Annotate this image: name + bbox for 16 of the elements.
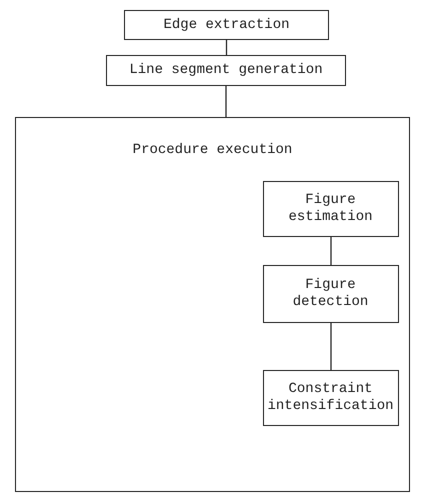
box-label: Edge extraction bbox=[163, 16, 290, 34]
group-title: Procedure execution bbox=[132, 142, 292, 159]
process-box bbox=[106, 55, 346, 86]
process-box bbox=[124, 10, 329, 40]
process-box bbox=[262, 370, 398, 426]
box-label: Constraint intensification bbox=[268, 380, 394, 414]
process-box bbox=[262, 180, 398, 236]
connector-line bbox=[330, 323, 332, 370]
group-box bbox=[15, 117, 410, 492]
connector-line bbox=[225, 86, 227, 117]
connector-line bbox=[330, 237, 332, 265]
box-label: Figure detection bbox=[292, 276, 370, 310]
process-box bbox=[262, 264, 398, 322]
connector-line bbox=[226, 40, 228, 55]
box-label: Figure estimation bbox=[287, 192, 374, 226]
box-label: Line segment generation bbox=[129, 62, 323, 79]
